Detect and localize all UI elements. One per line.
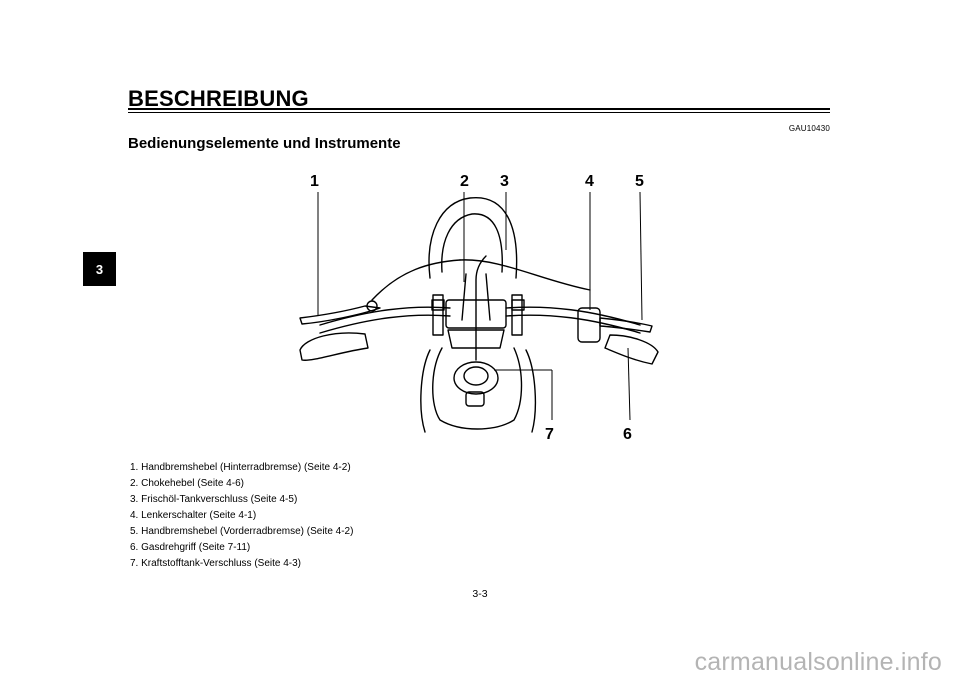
callout-2: 2 [460,173,469,190]
title-rule-thin [128,112,830,113]
watermark: carmanualsonline.info [694,648,942,676]
title-rule [128,108,830,110]
callout-4: 4 [585,173,594,190]
page-number: 3-3 [472,588,488,600]
callout-3: 3 [500,173,509,190]
callout-6: 6 [623,426,632,443]
legend-item: 5. Handbremshebel (Vorderradbremse) (Sei… [130,526,354,537]
legend-item: 4. Lenkerschalter (Seite 4-1) [130,510,257,521]
document-code: GAU10430 [788,124,830,133]
legend-item: 6. Gasdrehgriff (Seite 7-11) [130,542,251,553]
legend-list: 1. Handbremshebel (Hinterradbremse) (Sei… [130,460,353,572]
legend-item: 1. Handbremshebel (Hinterradbremse) (Sei… [130,462,351,473]
page-title: BESCHREIBUNG [128,86,309,111]
section-title: Bedienungselemente und Instrumente [128,135,401,152]
legend-item: 2. Chokehebel (Seite 4-6) [130,478,244,489]
legend-item: 3. Frischöl-Tankverschluss (Seite 4-5) [130,494,298,505]
callout-7: 7 [545,426,554,443]
handlebar-drawing [299,191,659,433]
callout-5: 5 [635,173,644,190]
chapter-tab: 3 [83,252,116,286]
callout-1: 1 [310,173,319,190]
handlebar-illustration: 1 2 3 4 5 6 7 [280,170,680,450]
legend-item: 7. Kraftstofftank-Verschluss (Seite 4-3) [130,558,302,569]
